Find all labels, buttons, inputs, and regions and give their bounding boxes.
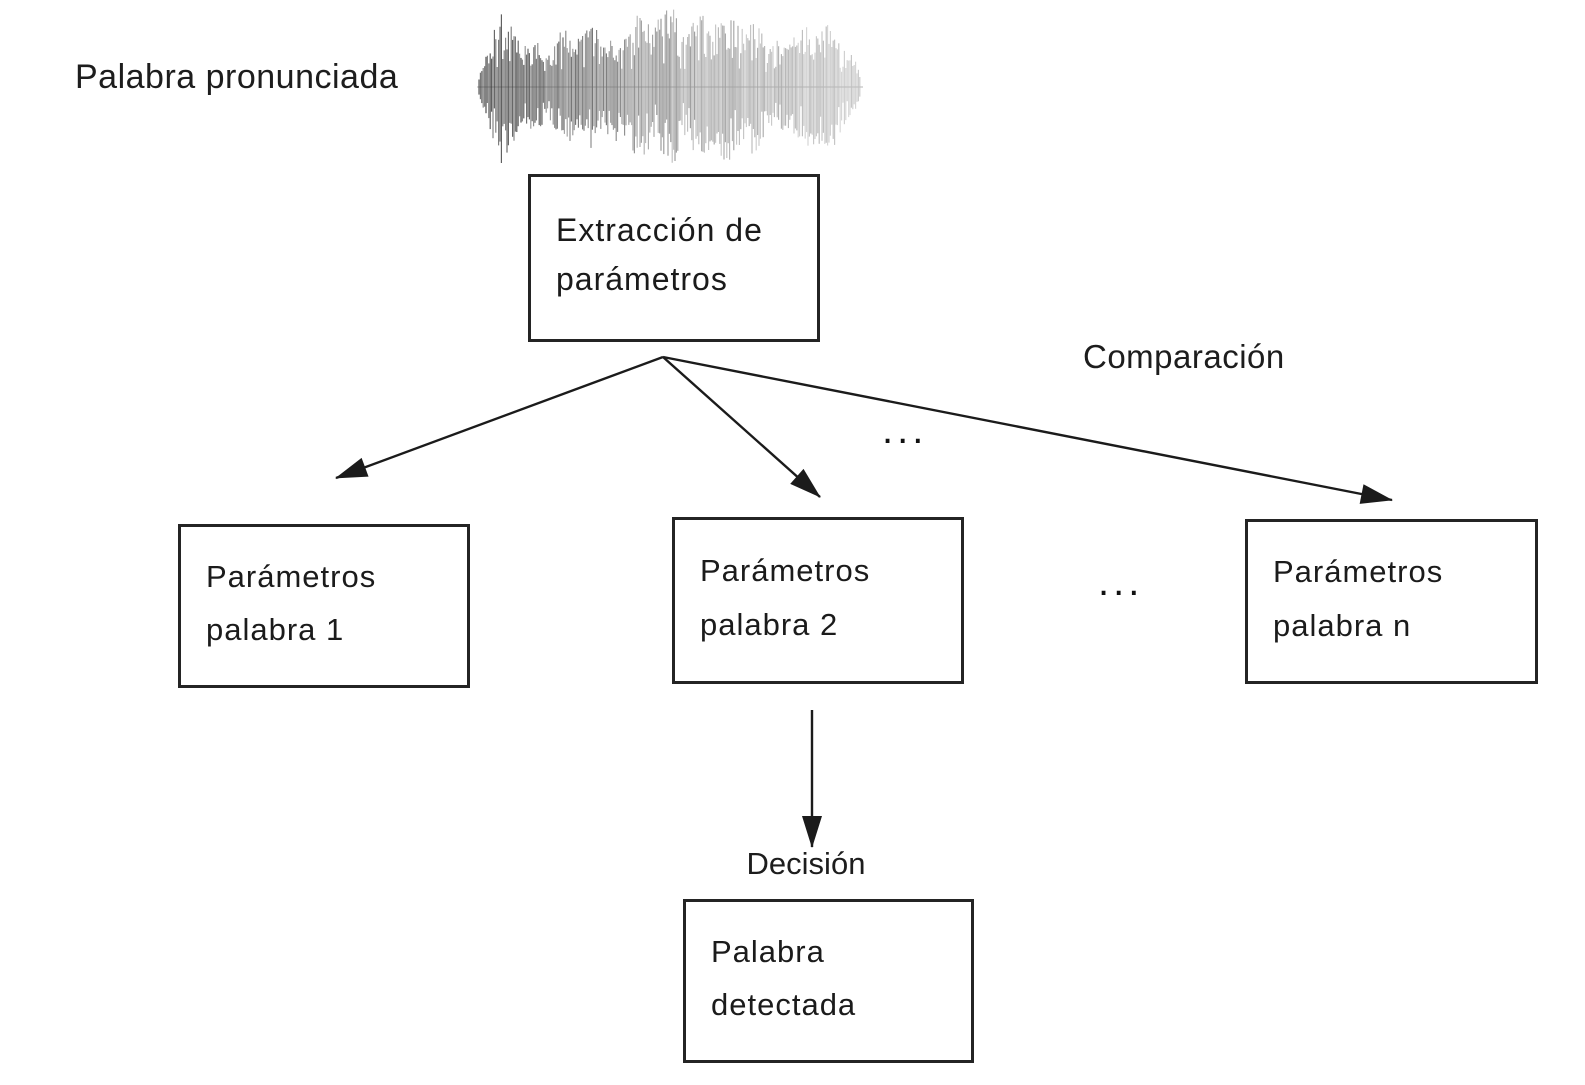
- box-parametros1-line1: Parámetros: [206, 558, 377, 594]
- label-decision: Decisión: [746, 846, 866, 881]
- label-comparacion: Comparación: [1083, 338, 1285, 375]
- box-detectada-line2: detectada: [711, 987, 857, 1022]
- box-parametros-palabra-n: Parámetros palabra n: [1245, 519, 1538, 684]
- box-parametrosn-line2: palabra n: [1273, 607, 1412, 643]
- box-palabra-detectada: Palabra detectada: [683, 899, 974, 1063]
- box-detectada-line1: Palabra: [711, 933, 825, 969]
- arrow-extraction-to-word1: [335, 355, 664, 480]
- box-extraccion-parametros: Extracción de parámetros: [528, 174, 820, 342]
- box-parametros-palabra-2: Parámetros palabra 2: [672, 517, 964, 684]
- label-palabra-pronunciada: Palabra pronunciada: [75, 58, 399, 96]
- audio-waveform: [477, 9, 863, 163]
- box-extraccion-line2: parámetros: [556, 261, 728, 297]
- arrow-extraction-to-wordn: [662, 355, 1393, 504]
- box-extraccion-line1: Extracción de: [556, 212, 763, 249]
- box-parametros-palabra-1: Parámetros palabra 1: [178, 524, 470, 688]
- box-parametrosn-line1: Parámetros: [1273, 554, 1444, 590]
- box-parametros1-line2: palabra 1: [206, 612, 345, 647]
- box-parametros2-line1: Parámetros: [700, 553, 871, 589]
- arrow-extraction-to-word2: [662, 356, 821, 498]
- ellipsis-between-boxes: ...: [1098, 560, 1144, 604]
- ellipsis-between-arrows: ...: [882, 408, 928, 452]
- box-parametros2-line2: palabra 2: [700, 606, 839, 642]
